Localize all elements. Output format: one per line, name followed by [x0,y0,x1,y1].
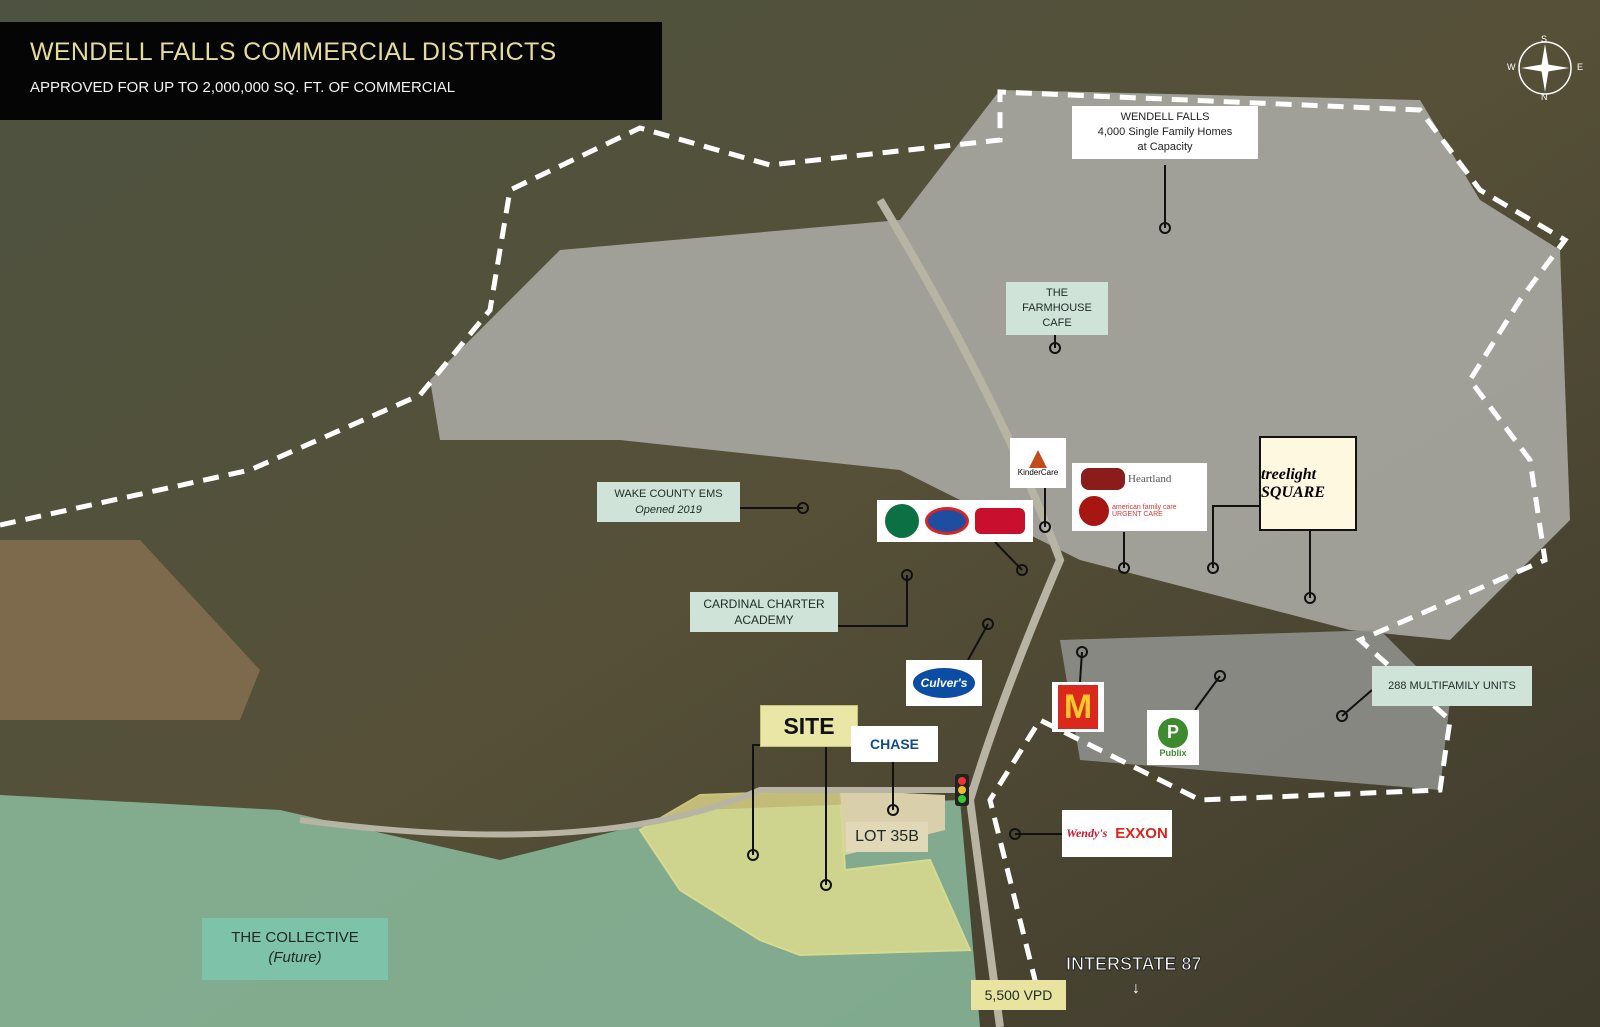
arrow-down-icon: ↓ [1132,980,1140,997]
wendys-text: Wendy's [1066,826,1108,840]
label-line: CAFE [1042,317,1072,329]
compass-w: W [1507,62,1516,72]
compass-n: N [1541,92,1548,102]
chase-logo: CHASE [851,726,938,762]
the-collective-label: THE COLLECTIVE (Future) [202,918,388,980]
district-boundary [0,89,1569,1001]
logo-group-starbucks-jerseymikes-bojangles [877,500,1033,542]
publix-logo: P Publix [1147,710,1199,765]
label-line: Opened 2019 [635,504,702,516]
farmhouse-cafe-label: THE FARMHOUSE CAFE [1006,282,1108,335]
multifamily-label: 288 MULTIFAMILY UNITS [1372,666,1532,706]
compass-icon: S W N E [1507,34,1583,102]
page-title: WENDELL FALLS COMMERCIAL DISTRICTS [30,38,557,66]
wendell-falls-label: WENDELL FALLS 4,000 Single Family Homes … [1072,106,1258,159]
site-label: SITE [760,705,858,747]
lot-35b-label: LOT 35B [846,822,928,852]
mcdonalds-logo: M [1052,682,1104,732]
label-line: WENDELL FALLS [1120,111,1210,123]
city-bbq-logo [1081,467,1125,490]
heartland-logo: Heartland [1128,472,1172,485]
kindercare-logo: KinderCare [1010,438,1066,488]
culvers-text: Culver's [912,668,976,698]
bojangles-logo [975,508,1025,534]
traffic-count-label: 5,500 VPD [971,980,1066,1010]
label-line: CARDINAL CHARTER [703,597,825,611]
label-line: WAKE COUNTY EMS [614,488,723,500]
logo-group-citybbq-heartland-chipotle-afc: Heartland american family care URGENT CA… [1072,463,1207,531]
kindercare-text: KinderCare [1017,467,1059,477]
treelight-square-logo: treelight SQUARE [1259,436,1357,531]
label-line: THE COLLECTIVE [231,929,359,946]
traffic-light-icon [955,774,969,806]
starbucks-logo [885,504,919,538]
label-line: (Future) [268,949,322,966]
label-line: ACADEMY [734,613,794,627]
label-line: at Capacity [1137,141,1193,153]
page-subtitle: APPROVED FOR UP TO 2,000,000 SQ. FT. OF … [30,79,456,96]
culvers-logo: Culver's [906,660,982,706]
cleared-land [0,540,260,720]
road [299,787,970,838]
main-road [876,197,1065,1027]
compass-s: S [1541,34,1548,44]
chipotle-logo [1079,496,1109,527]
title-banner: WENDELL FALLS COMMERCIAL DISTRICTS APPRO… [0,22,662,120]
cardinal-charter-label: CARDINAL CHARTER ACADEMY [690,592,838,632]
label-line: THE FARMHOUSE [1022,287,1092,314]
wendys-exxon-logo: Wendy's EXXON [1062,810,1172,857]
compass-e: E [1577,62,1584,72]
american-family-care-logo: american family care URGENT CARE [1112,504,1177,519]
label-line: 4,000 Single Family Homes [1097,126,1233,138]
publix-text: Publix [1159,747,1187,758]
jersey-mikes-logo [925,507,969,535]
wake-county-ems-label: WAKE COUNTY EMS Opened 2019 [597,482,740,522]
interstate-87-label: INTERSTATE 87 [1065,954,1202,975]
exxon-text: EXXON [1115,825,1168,842]
